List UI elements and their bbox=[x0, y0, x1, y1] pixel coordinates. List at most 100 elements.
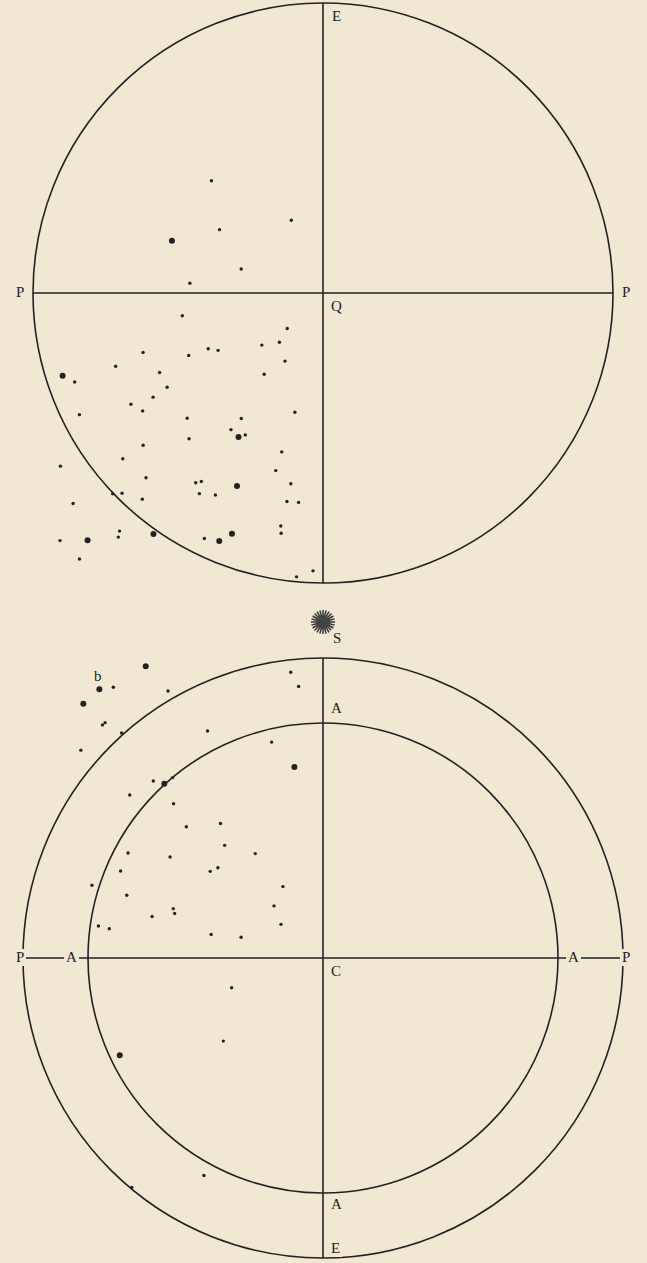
star-dot bbox=[219, 822, 222, 825]
star-dot bbox=[272, 904, 275, 907]
star-dot bbox=[281, 885, 284, 888]
star-dot bbox=[229, 428, 232, 431]
star-dot bbox=[168, 855, 171, 858]
star-dot bbox=[158, 371, 161, 374]
star-dot bbox=[120, 492, 123, 495]
star-dot bbox=[141, 409, 144, 412]
point-letter: C bbox=[329, 963, 343, 980]
star-dot bbox=[78, 413, 81, 416]
star-dot bbox=[130, 1186, 133, 1189]
star-dot bbox=[210, 179, 213, 182]
star-dot bbox=[297, 501, 300, 504]
star-dot bbox=[60, 373, 66, 379]
star-dot bbox=[141, 498, 144, 501]
point-letter: P bbox=[620, 949, 632, 966]
star-dot bbox=[239, 267, 242, 270]
star-dot bbox=[185, 825, 188, 828]
star-dot bbox=[173, 912, 176, 915]
star-dot bbox=[198, 492, 201, 495]
star-dot bbox=[206, 729, 209, 732]
star-dot bbox=[234, 483, 240, 489]
star-dot bbox=[239, 936, 242, 939]
star-dot bbox=[150, 915, 153, 918]
star-dot bbox=[118, 529, 121, 532]
star-dot bbox=[73, 380, 76, 383]
point-letter: S bbox=[331, 630, 343, 647]
star-dot bbox=[279, 923, 282, 926]
star-dot bbox=[278, 341, 281, 344]
star-dot bbox=[209, 933, 212, 936]
star-dot bbox=[141, 351, 144, 354]
star-dot bbox=[187, 354, 190, 357]
star-dot bbox=[286, 327, 289, 330]
star-dot bbox=[181, 314, 184, 317]
star-dot bbox=[202, 1174, 205, 1177]
star-dot bbox=[126, 851, 129, 854]
star-dot bbox=[151, 395, 154, 398]
star-dot bbox=[79, 748, 82, 751]
axis-line bbox=[23, 957, 623, 959]
point-letter: A bbox=[329, 1196, 344, 1213]
star-dot bbox=[128, 793, 131, 796]
star-dot bbox=[260, 343, 263, 346]
star-dot bbox=[194, 481, 197, 484]
star-dot bbox=[166, 689, 169, 692]
star-dot bbox=[279, 524, 282, 527]
star-dot bbox=[108, 927, 111, 930]
star-dot bbox=[293, 410, 296, 413]
star-dot bbox=[59, 464, 62, 467]
star-dot bbox=[274, 469, 277, 472]
star-dot bbox=[111, 492, 114, 495]
star-dot bbox=[141, 444, 144, 447]
star-dot bbox=[143, 663, 149, 669]
star-dot bbox=[187, 437, 190, 440]
star-dot bbox=[262, 373, 265, 376]
star-dot bbox=[279, 531, 282, 534]
star-dot bbox=[236, 434, 242, 440]
star-dot bbox=[285, 500, 288, 503]
star-dot bbox=[117, 1052, 123, 1058]
star-dot bbox=[80, 701, 86, 707]
point-letter: E bbox=[330, 8, 343, 25]
star-dot bbox=[71, 502, 74, 505]
star-dot bbox=[291, 764, 297, 770]
star-dot bbox=[207, 347, 210, 350]
star-dot bbox=[119, 869, 122, 872]
star-dot bbox=[216, 349, 219, 352]
star-dot bbox=[186, 417, 189, 420]
star-dot bbox=[223, 844, 226, 847]
star-dot bbox=[169, 238, 175, 244]
star-dot bbox=[297, 685, 300, 688]
star-dot bbox=[129, 403, 132, 406]
axis-line bbox=[33, 292, 613, 294]
sun-disc bbox=[316, 615, 330, 629]
star-dot bbox=[96, 686, 102, 692]
point-letter: A bbox=[329, 700, 344, 717]
star-dot bbox=[165, 386, 168, 389]
star-dot bbox=[230, 986, 233, 989]
star-dot bbox=[58, 539, 61, 542]
star-dot bbox=[101, 723, 104, 726]
star-dot bbox=[150, 531, 156, 537]
star-dot bbox=[172, 907, 175, 910]
star-dot bbox=[311, 569, 314, 572]
star-dot bbox=[152, 779, 155, 782]
point-letter: P bbox=[14, 949, 26, 966]
star-dot bbox=[144, 476, 147, 479]
star-dot bbox=[283, 359, 286, 362]
star-dot bbox=[90, 884, 93, 887]
star-dot bbox=[240, 417, 243, 420]
star-dot bbox=[289, 670, 292, 673]
star-dot bbox=[280, 450, 283, 453]
star-dot bbox=[78, 557, 81, 560]
point-letter: A bbox=[566, 949, 581, 966]
star-dot bbox=[270, 740, 273, 743]
point-letter: Q bbox=[329, 298, 344, 315]
star-dot bbox=[85, 537, 91, 543]
star-dot bbox=[172, 802, 175, 805]
star-dot bbox=[244, 433, 247, 436]
star-dot bbox=[161, 781, 167, 787]
star-dot bbox=[203, 537, 206, 540]
star-dot bbox=[218, 228, 221, 231]
